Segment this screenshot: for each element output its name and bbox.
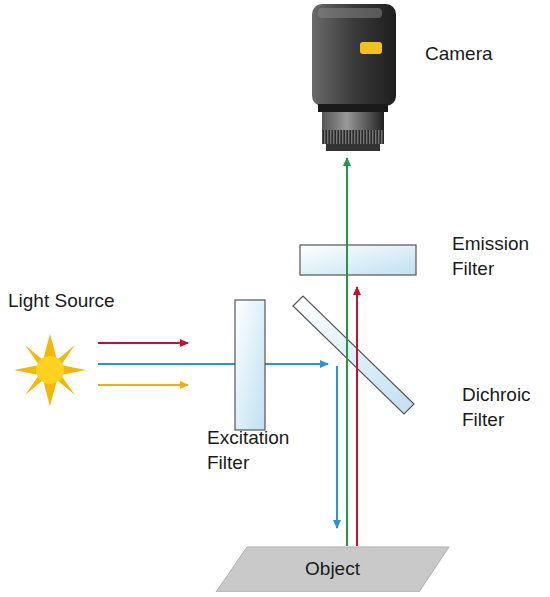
emission-filter-label: Emission Filter [452, 232, 529, 281]
camera-label: Camera [425, 42, 493, 67]
blue-down-ray [336, 366, 338, 528]
dichroic-filter-label: Dichroic Filter [462, 383, 531, 432]
excitation-filter-label: Excitation Filter [207, 426, 289, 475]
dichroic-filter [293, 296, 414, 414]
camera-logo [360, 42, 382, 54]
emission-filter [300, 245, 416, 275]
yellow-light-ray [98, 384, 188, 386]
object-plate: Object [215, 545, 450, 592]
green-emission-ray [346, 158, 348, 546]
excitation-filter [235, 300, 265, 430]
red-return-ray [356, 287, 358, 546]
object-label: Object [215, 558, 450, 580]
blue-excitation-ray [98, 363, 328, 365]
camera-illustration [312, 4, 396, 151]
light-source-icon [14, 334, 86, 406]
light-source-label: Light Source [8, 289, 115, 314]
red-light-ray [98, 342, 188, 344]
